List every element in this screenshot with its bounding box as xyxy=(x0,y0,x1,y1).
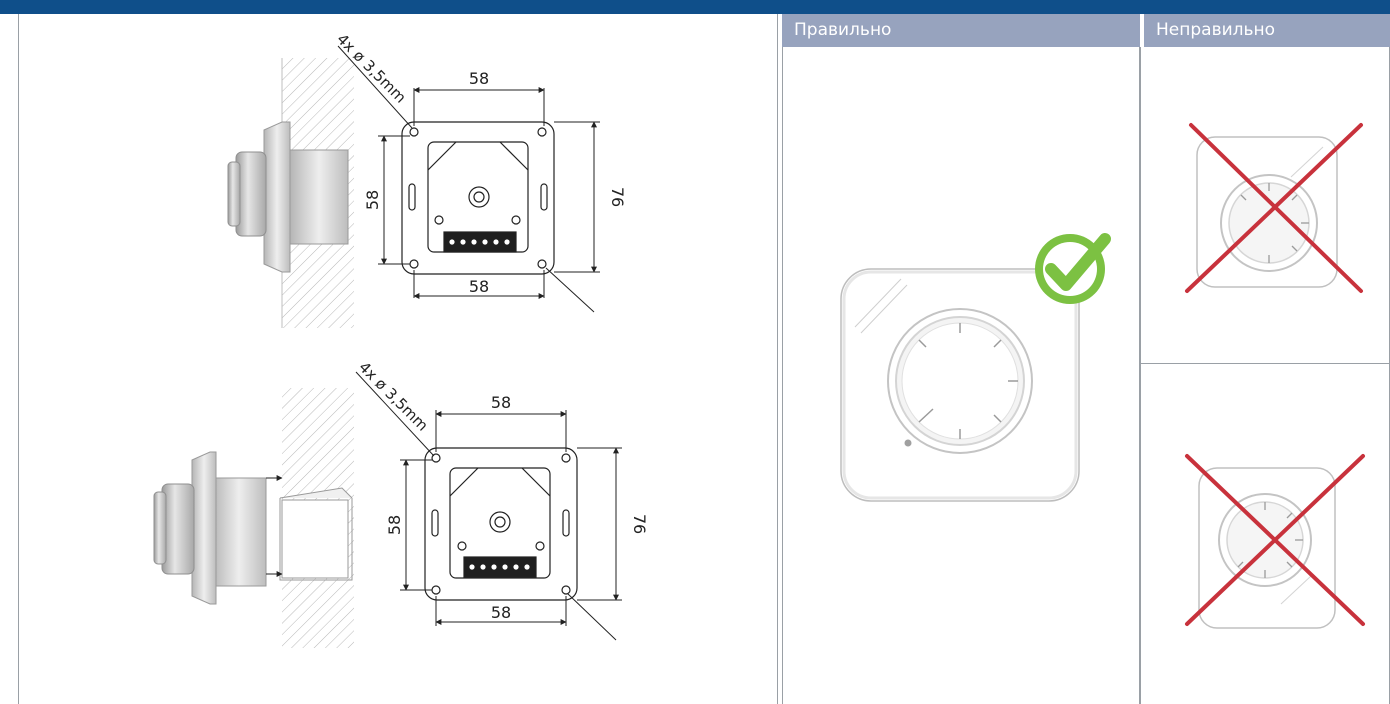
front-view-bottom xyxy=(424,447,578,601)
check-circle-icon xyxy=(1035,233,1111,304)
wrong-orientation-cell-1 xyxy=(1140,47,1390,364)
dim-right-height: 76 xyxy=(608,187,627,207)
orientation-table: Правильно Неправильно xyxy=(778,0,1390,704)
diagrams-frame xyxy=(18,14,778,704)
side-view-bottom xyxy=(153,388,354,648)
dim-bottom-width: 58 xyxy=(469,277,489,296)
dim-right-height: 76 xyxy=(630,514,649,534)
dim-left-height: 58 xyxy=(363,190,382,210)
dim-top-width: 58 xyxy=(491,393,511,412)
thermostat-inverted xyxy=(1198,467,1336,629)
column-header-correct: Правильно xyxy=(782,14,1140,47)
wrong-orientation-cell-2 xyxy=(1140,364,1390,704)
mounting-diagrams: 58 58 58 76 4x ø 3,5mm xyxy=(153,30,649,648)
section-header-bar xyxy=(778,0,1390,14)
dim-top-width: 58 xyxy=(469,69,489,88)
cross-icon xyxy=(1185,123,1363,293)
section-header-bar xyxy=(0,0,778,14)
cross-icon xyxy=(1185,454,1365,626)
dim-bottom-width: 58 xyxy=(491,603,511,622)
correct-orientation-cell xyxy=(782,47,1140,704)
dim-left-height: 58 xyxy=(385,515,404,535)
holes-label: 4x ø 3,5mm xyxy=(355,358,432,435)
side-view-top xyxy=(227,58,354,328)
installation-diagrams-panel: 58 58 58 76 4x ø 3,5mm xyxy=(0,0,778,704)
front-view-top xyxy=(401,121,555,275)
thermostat-upright xyxy=(840,268,1080,502)
column-header-wrong: Неправильно xyxy=(1144,14,1390,47)
